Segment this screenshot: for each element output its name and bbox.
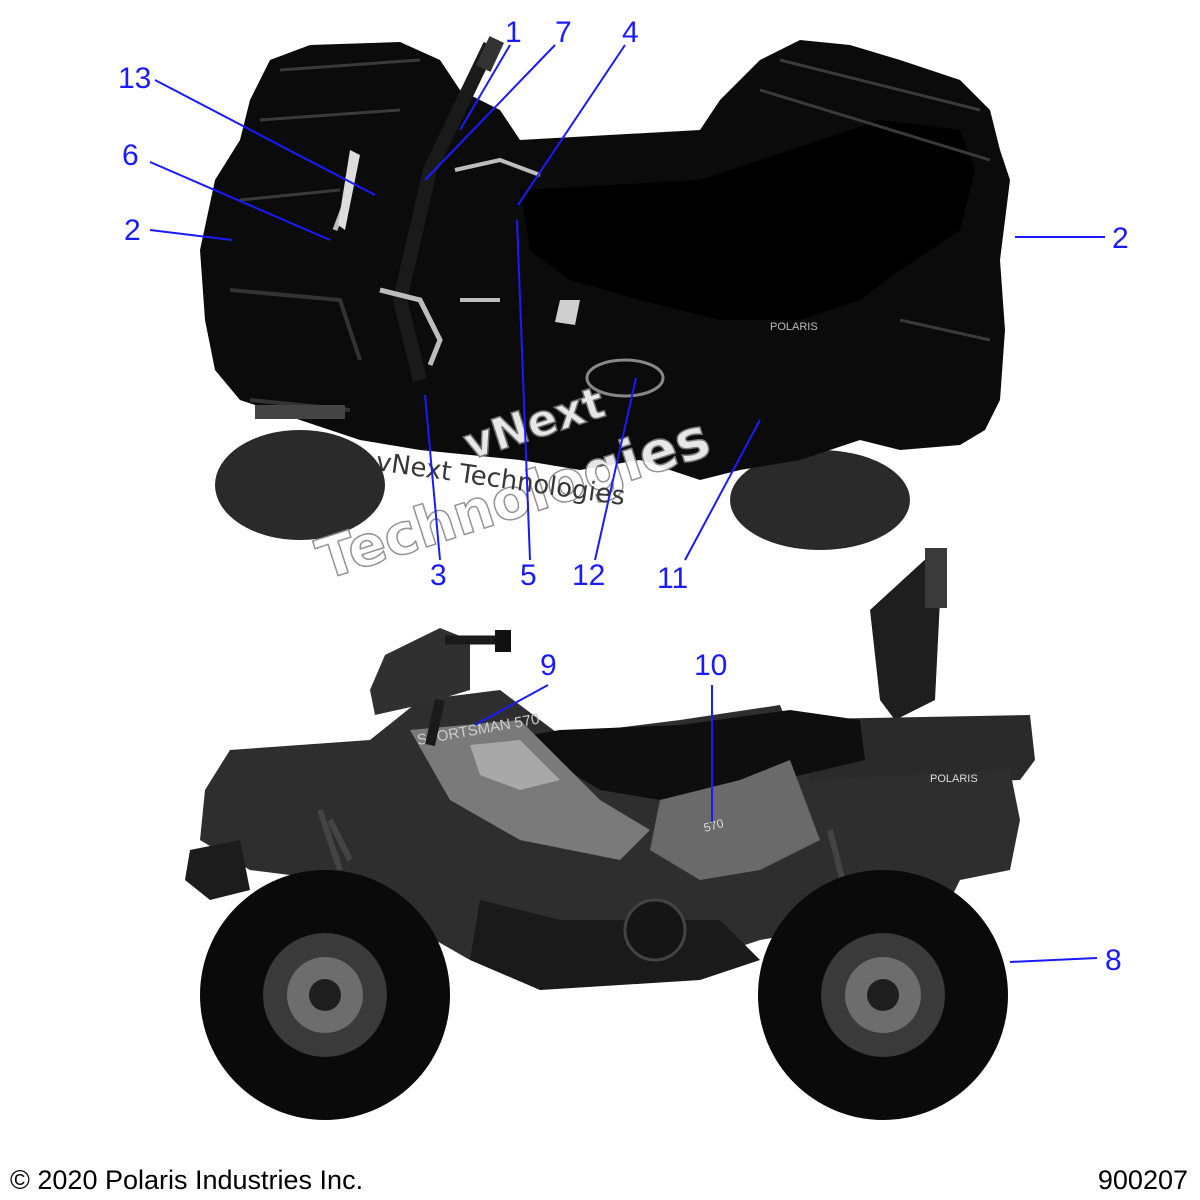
side-grip bbox=[495, 630, 511, 652]
leader-8 bbox=[1009, 957, 1098, 963]
top-seat bbox=[520, 120, 975, 320]
leader-7 bbox=[424, 44, 556, 181]
side-front-bumper bbox=[185, 840, 250, 900]
callout-4: 4 bbox=[622, 16, 639, 49]
leader-3 bbox=[424, 394, 441, 561]
callout-6: 6 bbox=[122, 139, 139, 172]
callout-10: 10 bbox=[694, 649, 727, 682]
top-foot-rest-vent bbox=[255, 405, 345, 419]
callout-1: 1 bbox=[505, 16, 522, 49]
leader-11 bbox=[684, 419, 761, 561]
leader-13 bbox=[154, 79, 376, 196]
callout-3: 3 bbox=[430, 559, 447, 592]
callout-11: 11 bbox=[657, 562, 688, 595]
leader-4 bbox=[517, 44, 626, 206]
callout-13: 13 bbox=[118, 62, 151, 95]
leader-12 bbox=[594, 377, 637, 561]
top-fuel-cap bbox=[585, 358, 665, 398]
figure-number: 900207 bbox=[1097, 1165, 1188, 1195]
leader-9 bbox=[474, 684, 549, 726]
top-front-wheel bbox=[215, 430, 385, 540]
callout-9: 9 bbox=[540, 649, 557, 682]
side-tank-highlight bbox=[470, 740, 560, 790]
copyright-text: © 2020 Polaris Industries Inc. bbox=[10, 1165, 364, 1195]
leader-6 bbox=[149, 161, 331, 241]
side-front-shock bbox=[317, 809, 353, 871]
top-reflector bbox=[338, 150, 360, 230]
side-backrest-pad bbox=[925, 548, 947, 608]
callout-lines bbox=[149, 44, 1105, 963]
leader-1 bbox=[459, 44, 511, 131]
side-brand-decal: POLARIS bbox=[930, 773, 978, 785]
side-front-wheel bbox=[200, 870, 450, 1120]
side-engine-cover bbox=[623, 898, 687, 962]
top-handlebar bbox=[392, 41, 497, 382]
callout-2-left: 2 bbox=[124, 214, 141, 247]
side-rear-fender bbox=[650, 760, 820, 880]
side-headlight-pod bbox=[370, 628, 470, 715]
atv-top-view: POLARIS bbox=[200, 36, 1010, 550]
top-rear-rack bbox=[759, 58, 991, 342]
callout-5: 5 bbox=[520, 559, 537, 592]
callout-12: 12 bbox=[572, 559, 605, 592]
top-brand-logo: POLARIS bbox=[770, 321, 818, 333]
side-eps-decal: 570 bbox=[702, 816, 725, 835]
side-steering-post bbox=[425, 698, 445, 747]
top-front-rack bbox=[239, 58, 421, 202]
top-grip bbox=[475, 36, 505, 72]
top-brake-lever-right bbox=[454, 157, 541, 302]
leader-2-left bbox=[149, 229, 233, 241]
side-footwell bbox=[470, 900, 760, 990]
top-side-panel bbox=[555, 300, 580, 325]
side-tank-panel bbox=[410, 720, 650, 860]
side-rear-wheel bbox=[758, 870, 1008, 1120]
callout-7: 7 bbox=[555, 16, 572, 49]
top-rear-wheel bbox=[730, 450, 910, 550]
atv-side-view: SPORTSMAN 570 570 POLARIS bbox=[185, 548, 1035, 1120]
callout-labels: 1 7 4 13 6 2 2 3 5 12 11 9 10 8 bbox=[118, 16, 1129, 977]
callout-8: 8 bbox=[1105, 944, 1122, 977]
callout-2-right: 2 bbox=[1112, 222, 1129, 255]
leader-5 bbox=[516, 219, 531, 561]
